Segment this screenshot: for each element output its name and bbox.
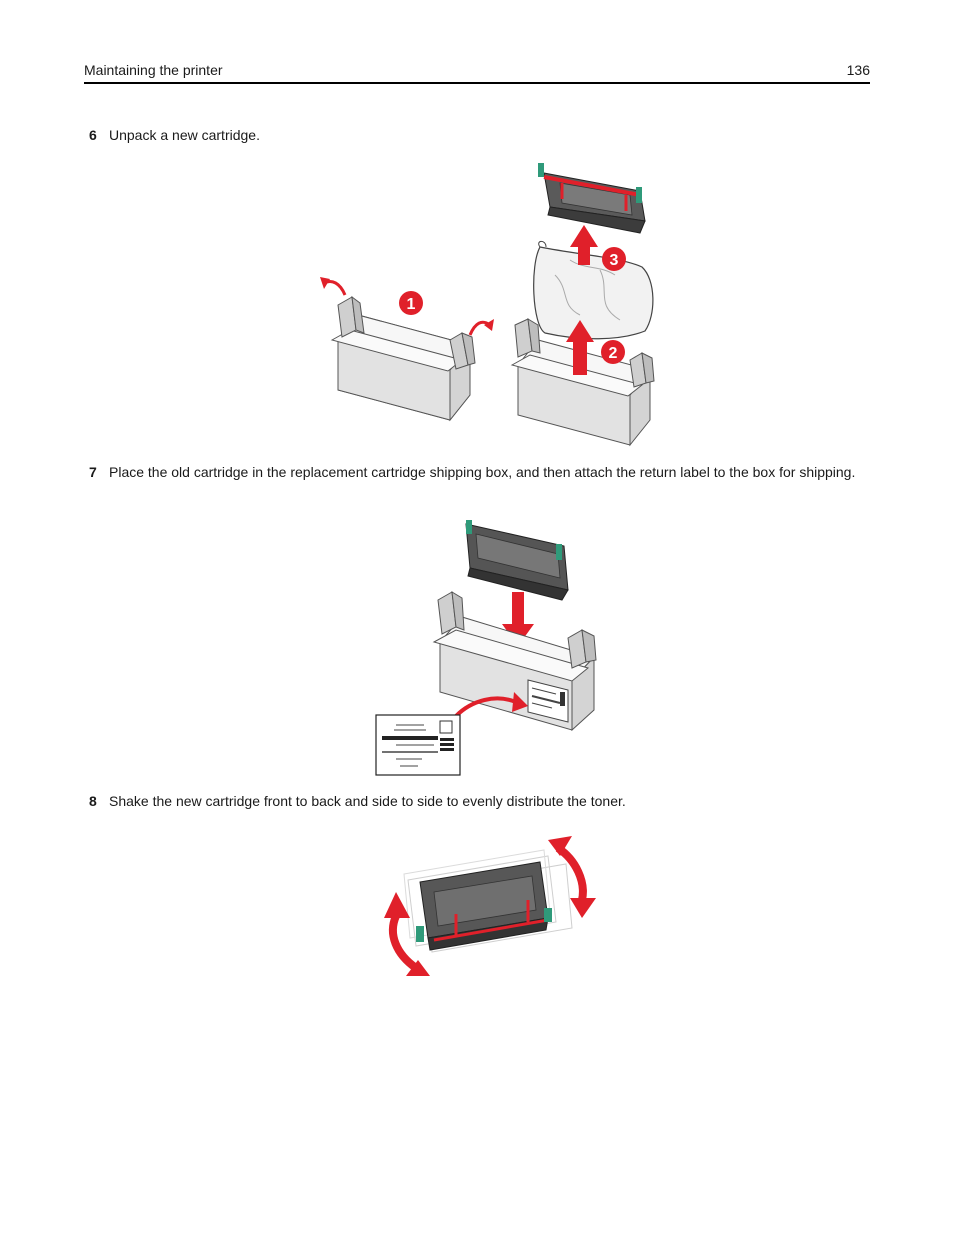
callout-1: 1 (399, 291, 423, 315)
opened-box-left (320, 277, 494, 422)
page-header: Maintaining the printer 136 (84, 60, 870, 84)
callout-2: 2 (601, 340, 625, 364)
unpack-cartridge-illustration: 1 3 2 (320, 163, 655, 447)
old-cartridge (465, 520, 569, 601)
step-number: 8 (89, 793, 97, 809)
svg-text:3: 3 (610, 252, 619, 269)
return-cartridge-illustration (375, 520, 597, 776)
step-text: Shake the new cartridge front to back an… (109, 793, 626, 809)
page-number: 136 (846, 62, 870, 78)
new-cartridge (538, 163, 646, 234)
lift-arrow-lower (566, 320, 594, 375)
step-number: 7 (89, 464, 97, 480)
return-label (375, 714, 461, 776)
step-text: Unpack a new cartridge. (109, 127, 260, 143)
step-text: Place the old cartridge in the replaceme… (109, 464, 856, 480)
shake-arrow-left (384, 892, 430, 976)
svg-text:2: 2 (609, 345, 618, 362)
shake-arrow-right (548, 836, 596, 918)
shipping-box (432, 591, 597, 732)
shaking-cartridge (416, 861, 552, 951)
step-number: 6 (89, 127, 97, 143)
callout-3: 3 (602, 247, 626, 271)
shake-cartridge-illustration (384, 836, 596, 976)
lift-arrow-upper (570, 225, 598, 265)
attach-label-arrow (454, 692, 528, 718)
section-title: Maintaining the printer (84, 62, 223, 78)
svg-text:1: 1 (407, 296, 416, 313)
cartridge-bag (533, 240, 654, 340)
